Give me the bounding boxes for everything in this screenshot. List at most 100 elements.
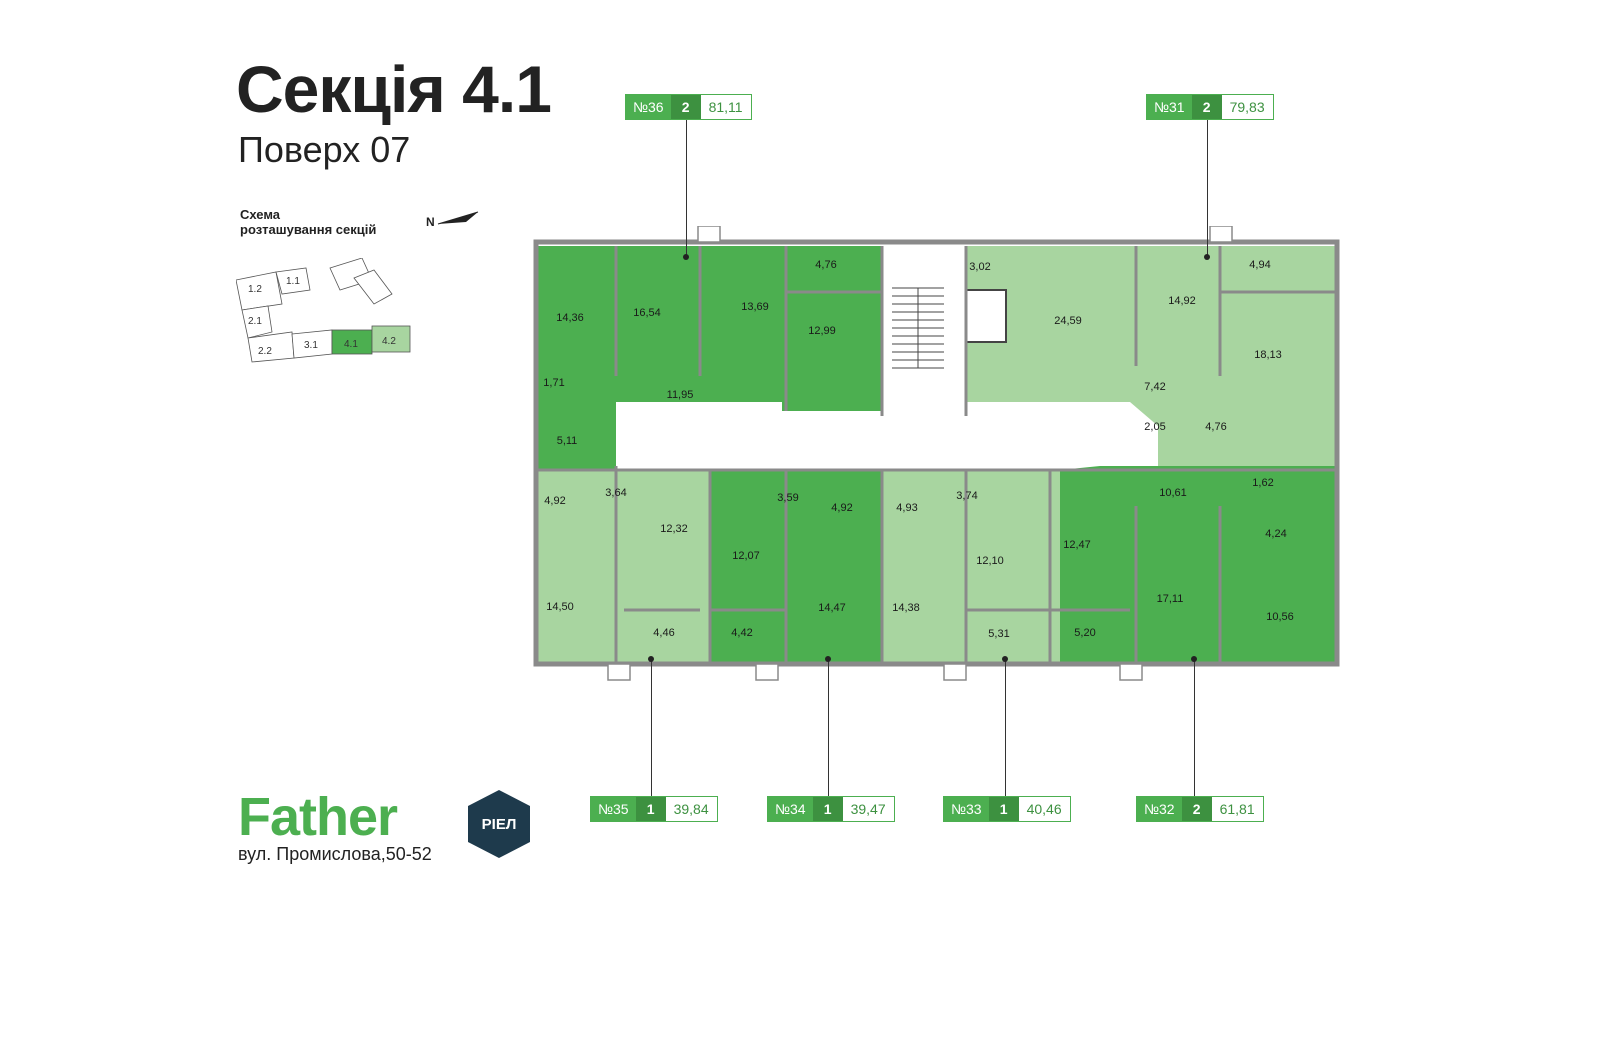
- room-area: 13,69: [741, 301, 769, 313]
- keymap-label-2-2: 2.2: [258, 346, 272, 357]
- leader-dot: [1191, 656, 1197, 662]
- apartment-number: №31: [1147, 95, 1192, 119]
- room-area: 5,20: [1074, 627, 1095, 639]
- keymap-label-2-1: 2.1: [248, 316, 262, 327]
- apartment-number: №33: [944, 797, 989, 821]
- apartment-rooms: 1: [635, 797, 666, 821]
- apartment-area: 79,83: [1229, 99, 1265, 115]
- apartment-rooms: 2: [1191, 95, 1222, 119]
- room-area: 12,47: [1063, 539, 1091, 551]
- room-area: 2,05: [1144, 421, 1165, 433]
- apartment-number: №35: [591, 797, 636, 821]
- room-area: 4,76: [1205, 421, 1226, 433]
- room-area: 3,74: [956, 490, 977, 502]
- room-area: 4,92: [831, 502, 852, 514]
- room-area: 1,62: [1252, 477, 1273, 489]
- leader-line: [1194, 660, 1195, 796]
- apartment-area: 40,46: [1026, 801, 1062, 817]
- keymap-label-1-2: 1.2: [248, 284, 262, 295]
- apartment-36-fill[interactable]: [538, 246, 882, 470]
- room-area: 7,42: [1144, 381, 1165, 393]
- room-area: 3,64: [605, 487, 626, 499]
- page-title: Секція 4.1: [236, 52, 552, 126]
- room-area: 3,59: [777, 492, 798, 504]
- apartment-number: №36: [626, 95, 671, 119]
- stairwell: [882, 246, 966, 416]
- apartment-area: 39,47: [850, 801, 886, 817]
- elevator-shaft: [965, 289, 1007, 343]
- logo-text: РІЕЛ: [482, 816, 517, 833]
- room-area: 4,94: [1249, 259, 1270, 271]
- leader-dot: [648, 656, 654, 662]
- apartment-rooms: 2: [670, 95, 701, 119]
- room-area: 14,92: [1168, 295, 1196, 307]
- brand-address: вул. Промислова,50-52: [238, 844, 432, 864]
- apartment-tag-36[interactable]: №36 2 81,11: [625, 94, 752, 120]
- leader-dot: [1204, 254, 1210, 260]
- schema-label: Схема розташування секцій: [240, 207, 420, 237]
- apartment-area: 61,81: [1219, 801, 1255, 817]
- room-area: 14,50: [546, 601, 574, 613]
- room-area: 10,61: [1159, 487, 1187, 499]
- room-area: 4,76: [815, 259, 836, 271]
- room-area: 18,13: [1254, 349, 1282, 361]
- north-arrow-icon: N: [426, 211, 479, 229]
- leader-line: [1207, 120, 1208, 258]
- keymap-label-1-1: 1.1: [286, 276, 300, 287]
- keymap-label-3-1: 3.1: [304, 340, 318, 351]
- apartment-34-fill[interactable]: [710, 470, 882, 662]
- leader-line: [1005, 660, 1006, 796]
- apartment-area: 81,11: [708, 99, 743, 115]
- room-area: 17,11: [1157, 593, 1184, 605]
- room-area: 10,56: [1266, 611, 1294, 623]
- developer-logo-icon: РІЕЛ: [468, 790, 530, 858]
- leader-line: [686, 120, 687, 258]
- section-keymap: 1.2 1.1 2.1 2.2 3.1 4.1 4.2: [236, 258, 411, 363]
- apartment-number: №34: [768, 797, 813, 821]
- floor-plan: 14,36 16,54 13,69 12,99 4,76 1,71 5,11 1…: [530, 226, 1358, 702]
- room-area: 3,02: [969, 261, 990, 273]
- room-area: 16,54: [633, 307, 661, 319]
- keymap-label-4-2: 4.2: [382, 336, 396, 347]
- apartment-number: №32: [1137, 797, 1182, 821]
- apartment-35-fill[interactable]: [538, 470, 710, 662]
- brand-name: Father: [238, 787, 398, 847]
- apartment-rooms: 1: [988, 797, 1019, 821]
- room-area: 12,99: [808, 325, 836, 337]
- apartment-tag-34[interactable]: №34 1 39,47: [767, 796, 895, 822]
- room-area: 14,38: [892, 602, 920, 614]
- room-area: 1,71: [543, 377, 564, 389]
- leader-dot: [1002, 656, 1008, 662]
- leader-line: [651, 660, 652, 796]
- floor-subtitle: Поверх 07: [238, 129, 411, 170]
- room-area: 4,93: [896, 502, 917, 514]
- leader-line: [828, 660, 829, 796]
- room-area: 14,36: [556, 312, 584, 324]
- apartment-32-fill[interactable]: [1060, 466, 1335, 662]
- room-area: 11,95: [667, 389, 694, 401]
- apartment-33-fill[interactable]: [882, 470, 1060, 662]
- apartment-rooms: 1: [812, 797, 843, 821]
- apartment-rooms: 2: [1181, 797, 1212, 821]
- schema-label-line1: Схема: [240, 207, 281, 222]
- room-area: 4,42: [731, 627, 752, 639]
- north-label: N: [426, 215, 435, 229]
- room-area: 12,07: [732, 550, 760, 562]
- apartment-tag-35[interactable]: №35 1 39,84: [590, 796, 718, 822]
- keymap-label-4-1: 4.1: [344, 339, 358, 350]
- room-area: 4,46: [653, 627, 674, 639]
- corridor: [616, 416, 1136, 466]
- apartment-tag-31[interactable]: №31 2 79,83: [1146, 94, 1274, 120]
- apartment-tag-32[interactable]: №32 2 61,81: [1136, 796, 1264, 822]
- room-area: 12,32: [660, 523, 688, 535]
- room-area: 14,47: [818, 602, 846, 614]
- leader-dot: [683, 254, 689, 260]
- room-area: 5,31: [988, 628, 1009, 640]
- apartment-tag-33[interactable]: №33 1 40,46: [943, 796, 1071, 822]
- room-area: 5,11: [557, 435, 578, 447]
- room-area: 4,92: [544, 495, 565, 507]
- apartment-area: 39,84: [673, 801, 709, 817]
- room-area: 12,10: [976, 555, 1004, 567]
- schema-label-line2: розташування секцій: [240, 222, 377, 237]
- apartment-31-fill[interactable]: [966, 246, 1335, 466]
